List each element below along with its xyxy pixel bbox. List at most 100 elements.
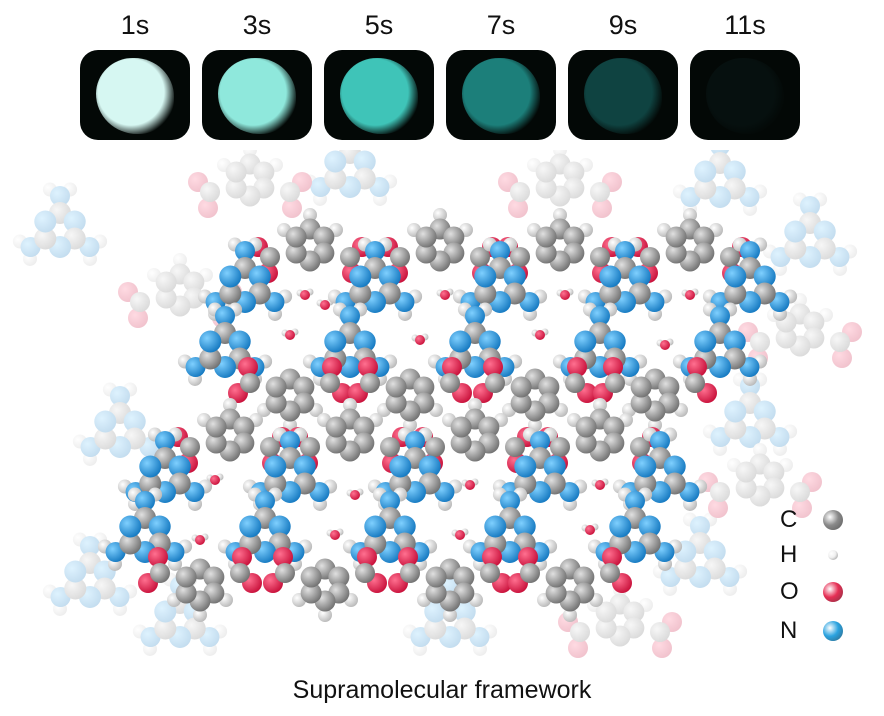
nitrogen-atom	[625, 491, 645, 511]
phosphorescence-photo	[690, 50, 800, 140]
nitrogen-atom	[63, 210, 86, 233]
oxygen-atom	[148, 547, 168, 567]
oxygen-atom	[792, 498, 812, 518]
carbon-atom	[94, 427, 117, 450]
hydrogen-atom	[593, 398, 607, 412]
carbon-atom	[599, 282, 622, 305]
oxygen-atom	[415, 335, 425, 345]
legend-atom-swatch	[823, 582, 843, 602]
melamine-molecule	[452, 237, 548, 321]
carbon-atom	[550, 437, 570, 457]
carbon-atom	[505, 437, 525, 457]
oxygen-atom	[322, 357, 342, 377]
nitrogen-atom	[280, 431, 300, 451]
legend-atom-swatch	[823, 510, 843, 530]
nitrogen-atom	[353, 150, 376, 173]
nitrogen-atom	[513, 515, 536, 538]
glowing-sample	[96, 58, 174, 134]
carbon-atom	[260, 247, 280, 267]
carbon-atom	[275, 563, 295, 583]
nitrogen-atom	[405, 431, 425, 451]
carbon-atom	[665, 242, 687, 264]
oxygen-atom	[198, 198, 218, 218]
oxygen-atom	[440, 290, 450, 300]
nitrogen-atom	[813, 220, 836, 243]
oxygen-atom	[708, 498, 728, 518]
carbon-atom	[328, 566, 350, 588]
carbon-atom	[225, 161, 247, 183]
terephthalic-acid-molecule	[138, 547, 262, 622]
carbon-atom	[175, 566, 197, 588]
nitrogen-atom	[530, 431, 550, 451]
terephthalic-acid-molecule	[698, 443, 822, 518]
oxygen-atom	[602, 547, 622, 567]
terephthalic-acid-molecule	[593, 357, 717, 432]
carbon-atom	[545, 566, 567, 588]
nitrogen-atom	[340, 306, 360, 326]
legend-atom-swatch	[828, 550, 838, 560]
nitrogen-atom	[724, 265, 747, 288]
glowing-sample	[218, 58, 296, 134]
glowing-sample	[462, 58, 540, 134]
carbon-atom	[415, 226, 437, 248]
melamine-molecule	[552, 302, 648, 386]
nitrogen-atom	[80, 536, 100, 556]
oxygen-atom	[300, 290, 310, 300]
carbon-atom	[665, 226, 687, 248]
carbon-atom	[510, 247, 530, 267]
nitrogen-atom	[590, 306, 610, 326]
nitrogen-atom	[324, 330, 347, 353]
melamine-molecule	[197, 237, 293, 321]
nitrogen-atom	[64, 560, 87, 583]
carbon-atom	[565, 373, 585, 393]
oxygen-atom	[482, 547, 502, 567]
nitrogen-atom	[199, 330, 222, 353]
carbon-atom	[413, 376, 435, 398]
terephthalic-acid-molecule	[388, 547, 512, 622]
carbon-atom	[425, 582, 447, 604]
carbon-atom	[573, 566, 595, 588]
water-molecule	[411, 333, 429, 345]
carbon-atom	[230, 563, 250, 583]
carbon-atom	[830, 332, 850, 352]
carbon-atom	[320, 373, 340, 393]
time-label: 5s	[364, 10, 394, 40]
nitrogen-atom	[353, 330, 376, 353]
carbon-atom	[595, 617, 617, 639]
oxygen-atom	[273, 547, 293, 567]
nitrogen-atom	[753, 265, 776, 288]
carbon-atom	[205, 416, 227, 438]
carbon-atom	[750, 332, 770, 352]
carbon-atom	[480, 563, 500, 583]
oxygen-atom	[442, 357, 462, 377]
water-molecule	[591, 478, 609, 490]
terephthalic-acid-molecule	[508, 547, 632, 622]
oxygen-atom	[128, 308, 148, 328]
carbon-atom	[389, 472, 412, 495]
melamine-molecule	[427, 302, 523, 386]
carbon-atom	[710, 482, 730, 502]
terephthalic-acid-molecule	[558, 583, 682, 658]
nitrogen-atom	[703, 540, 726, 563]
nitrogen-atom	[694, 330, 717, 353]
carbon-atom	[325, 416, 347, 438]
oxygen-atom	[560, 290, 570, 300]
oxygen-atom	[398, 547, 418, 567]
nitrogen-atom	[364, 515, 387, 538]
carbon-atom	[203, 566, 225, 588]
oxygen-atom	[358, 357, 378, 377]
carbon-atom	[349, 282, 372, 305]
oxygen-atom	[568, 638, 588, 658]
terephthalic-acid-molecule	[498, 150, 622, 218]
melamine-molecule	[462, 487, 558, 571]
oxygen-atom	[592, 198, 612, 218]
carbon-atom	[630, 392, 652, 414]
carbon-atom	[630, 437, 650, 457]
oxygen-atom	[585, 525, 595, 535]
hydrogen-atom	[223, 398, 237, 412]
nitrogen-atom	[449, 330, 472, 353]
water-molecule	[461, 478, 479, 490]
nitrogen-atom	[235, 241, 255, 261]
terephthalic-acid-molecule	[348, 357, 472, 432]
carbon-atom	[385, 376, 407, 398]
